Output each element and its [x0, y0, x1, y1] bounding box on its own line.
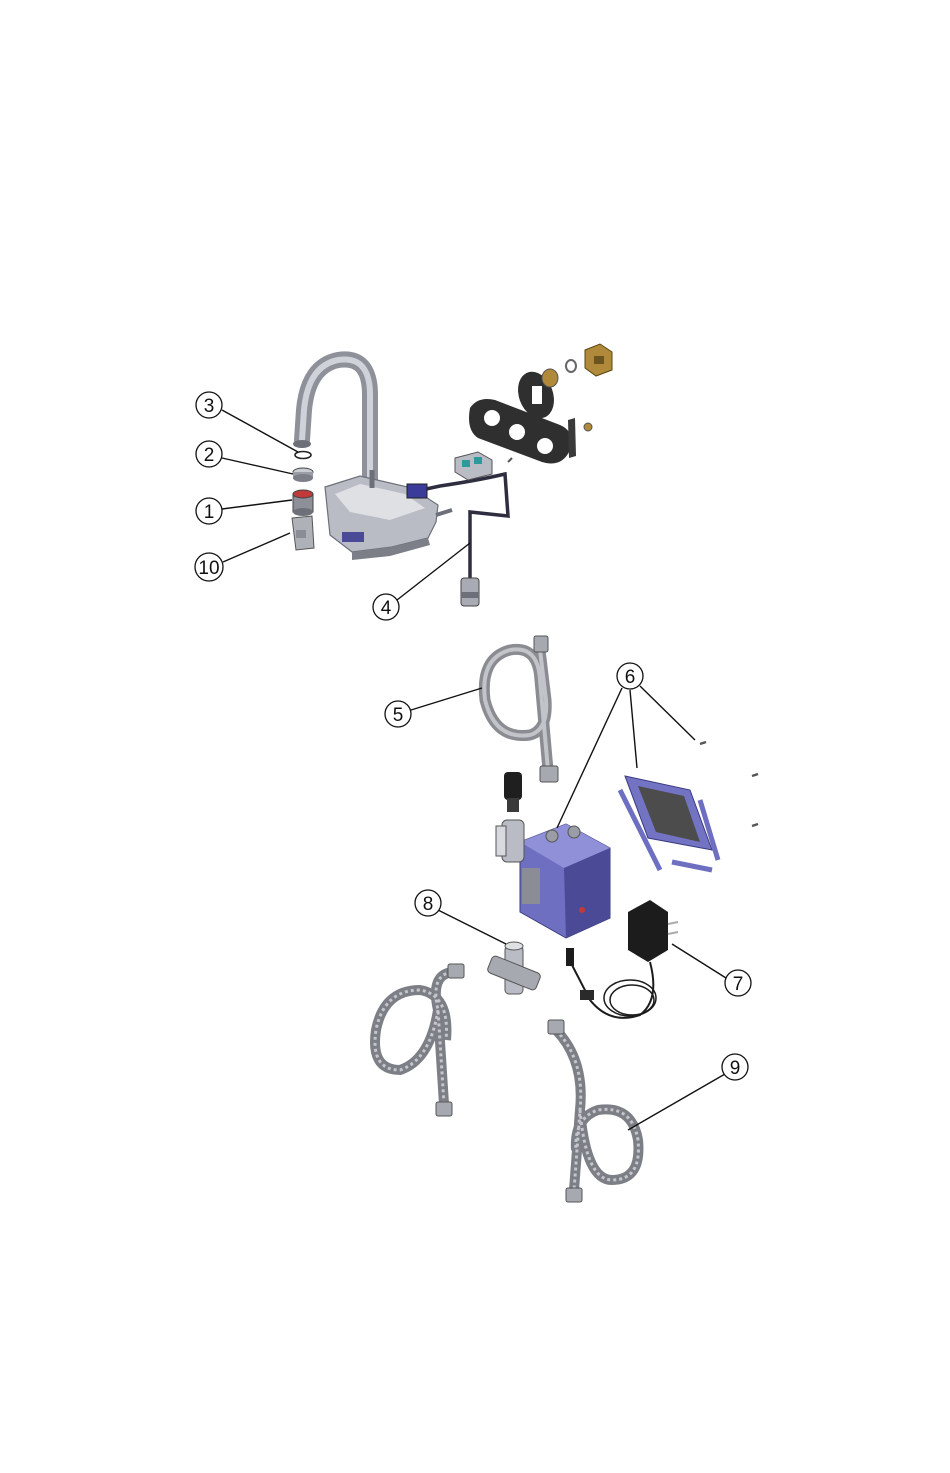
control-assembly: [375, 636, 758, 1202]
callout-label: 3: [204, 396, 215, 417]
callout-label: 7: [733, 974, 744, 995]
callout-7: 7: [672, 944, 751, 996]
callout-label: 2: [204, 445, 215, 466]
frame-screw-2: [752, 774, 758, 776]
callout-9: 9: [628, 1054, 748, 1130]
callout-10: 10: [195, 533, 290, 581]
frame-screw-1: [700, 742, 706, 744]
washer-ring: [566, 360, 576, 372]
cable-connector: [407, 484, 427, 498]
braided-hose-right: [548, 1020, 638, 1202]
callout-label: 9: [730, 1058, 741, 1079]
frame-screw-3: [752, 824, 758, 826]
body-badge: [342, 532, 364, 542]
aerator: [293, 490, 313, 516]
brass-fitting: [585, 344, 612, 376]
mounting-bracket: [568, 418, 576, 458]
callout-label: 8: [423, 894, 434, 915]
callout-label: 4: [381, 598, 392, 619]
bracket-nut: [584, 423, 592, 431]
junction-block: [455, 452, 492, 480]
solenoid-module: [520, 824, 610, 938]
faucet-assembly: [292, 344, 612, 606]
callout-label: 10: [198, 558, 219, 579]
cable-plug: [461, 578, 479, 606]
callout-5: 5: [385, 688, 482, 727]
aerator-washer: [293, 468, 313, 482]
callout-2: 2: [196, 441, 293, 474]
braided-hose-left: [375, 964, 464, 1116]
callout-label: 5: [393, 705, 404, 726]
mounting-frame: [620, 776, 718, 870]
callout-8: 8: [415, 890, 506, 944]
callout-label: 1: [204, 502, 215, 523]
o-ring: [295, 452, 311, 459]
supply-hose-upper: [484, 636, 558, 782]
check-valve: [504, 772, 522, 812]
callout-1: 1: [196, 498, 292, 524]
brass-nut: [542, 369, 558, 387]
inlet-elbow: [496, 820, 524, 862]
small-screw: [508, 458, 512, 462]
tee-fitting: [487, 942, 542, 994]
callout-label: 6: [625, 667, 636, 688]
